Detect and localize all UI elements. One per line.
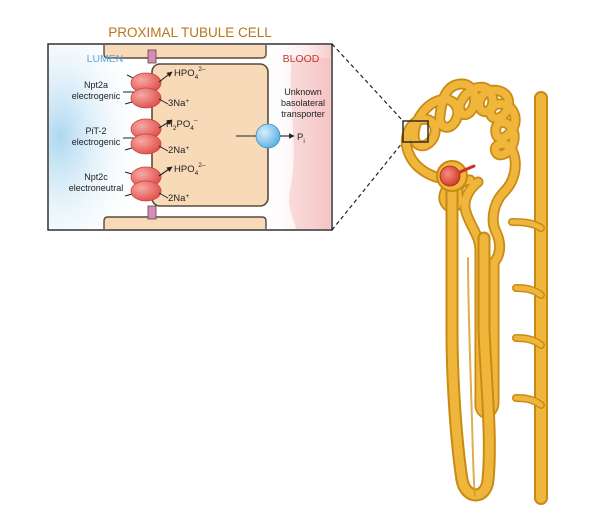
cation-label: 2Na+ (168, 145, 189, 156)
transporter-name: PiT-2 (85, 126, 106, 136)
basolateral-transporter: Pi Unknown basolateral transporter (236, 87, 325, 149)
blood-vessel-streaks (289, 58, 330, 229)
transporter-kind: electrogenic (72, 91, 121, 101)
collecting-duct (508, 91, 548, 505)
glomerulus (439, 165, 461, 187)
nephron (400, 78, 548, 505)
transporter-name: Npt2c (84, 172, 108, 182)
transporter-kind: electrogenic (72, 137, 121, 147)
transporter-kind: electroneutral (69, 183, 124, 193)
neighbor-cell-bottom (103, 216, 267, 229)
blood-label: BLOOD (283, 53, 320, 65)
basolateral-label-line3: transporter (281, 109, 325, 119)
anion-label: HPO42– (174, 66, 206, 81)
zoom-region-box (402, 120, 429, 143)
phosphate-product-label: Pi (297, 132, 305, 145)
transporter-npt2c: Npt2c electroneutral HPO42– 2Na+ (69, 162, 206, 204)
lumen-label: LUMEN (87, 53, 124, 65)
figure-title: PROXIMAL TUBULE CELL (108, 25, 272, 40)
transporter-pit2: PiT-2 electrogenic H2PO4– 2Na+ (72, 117, 198, 156)
basolateral-transporter-protein (255, 123, 281, 149)
tight-junction-bottom (147, 205, 157, 220)
zoom-connectors (331, 43, 404, 231)
neighbor-cell-top (103, 45, 267, 59)
basolateral-label-line2: basolateral (281, 98, 325, 108)
transporter-npt2a: Npt2a electrogenic HPO42– 3Na+ (72, 66, 206, 109)
proximal-tubule-cell (151, 63, 269, 207)
basolateral-label-line1: Unknown (284, 87, 322, 97)
transporter-name: Npt2a (84, 80, 108, 90)
cation-label: 2Na+ (168, 193, 189, 204)
renal-tubule (400, 78, 521, 502)
cation-label: 3Na+ (168, 98, 189, 109)
anion-label: H2PO4– (166, 117, 198, 132)
anion-label: HPO42– (174, 162, 206, 177)
tight-junction-top (147, 49, 157, 64)
cell-inset: LUMEN BLOOD Npt2a electrogenic HPO42– 3N… (47, 43, 333, 231)
